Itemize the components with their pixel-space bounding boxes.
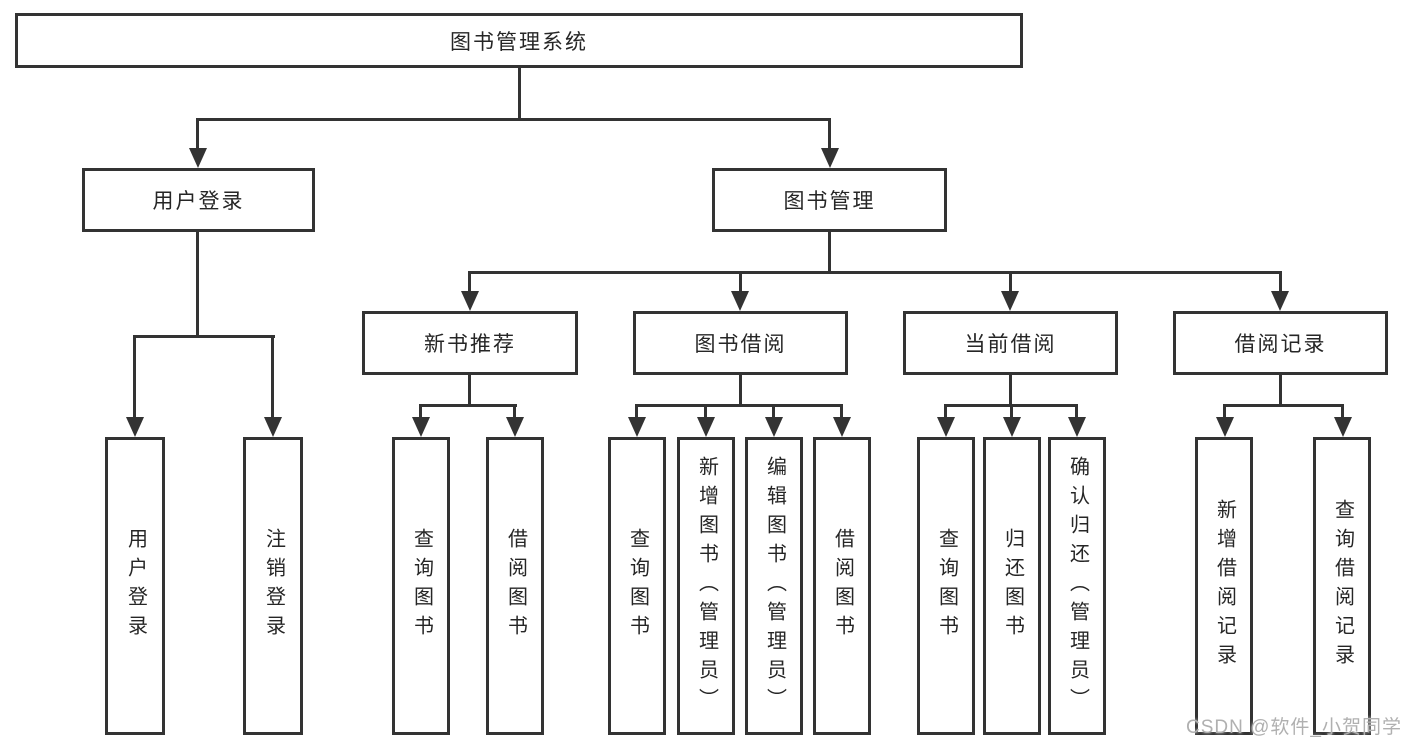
arrowhead-down-icon	[628, 417, 646, 437]
arrowhead-down-icon	[1334, 417, 1352, 437]
connector-bookmgmt-stem	[828, 232, 831, 274]
leaf-records-query: 查询借阅记录	[1313, 437, 1371, 735]
connector-drop-line	[468, 271, 471, 293]
leaf-borrowing-edit-label: 编辑图书（管理员）	[763, 455, 786, 717]
node-root: 图书管理系统	[15, 13, 1023, 68]
arrowhead-down-icon	[765, 417, 783, 437]
leaf-newbooks-query: 查询图书	[392, 437, 450, 735]
connector-drop-line	[1075, 404, 1078, 420]
node-current-borrowing: 当前借阅	[903, 311, 1118, 375]
leaf-borrowing-borrow: 借阅图书	[813, 437, 871, 735]
arrowhead-down-icon	[1068, 417, 1086, 437]
arrowhead-down-icon	[461, 291, 479, 311]
connector-drop-line	[196, 118, 199, 150]
connector-userlogin-stem	[196, 232, 199, 338]
connector-drop-line	[271, 335, 274, 419]
connector-newbooks-hline	[419, 404, 517, 407]
connector-drop-line	[1010, 404, 1013, 420]
connector-drop-line	[419, 404, 422, 420]
leaf-borrowing-query: 查询图书	[608, 437, 666, 735]
connector-userlogin-hline	[133, 335, 275, 338]
connector-drop-line	[635, 404, 638, 420]
connector-drop-line	[739, 271, 742, 293]
leaf-logout-label: 注销登录	[262, 528, 285, 644]
connector-records-stem	[1279, 375, 1282, 407]
node-new-book-recommend: 新书推荐	[362, 311, 578, 375]
node-current-borrowing-label: 当前借阅	[964, 333, 1057, 356]
connector-drop-line	[1009, 271, 1012, 293]
leaf-user-login: 用户登录	[105, 437, 165, 735]
leaf-newbooks-borrow: 借阅图书	[486, 437, 544, 735]
arrowhead-down-icon	[821, 148, 839, 168]
arrowhead-down-icon	[264, 417, 282, 437]
node-book-management-label: 图书管理	[783, 190, 876, 213]
leaf-borrowing-edit: 编辑图书（管理员）	[745, 437, 803, 735]
connector-drop-line	[704, 404, 707, 420]
leaf-current-return: 归还图书	[983, 437, 1041, 735]
leaf-current-return-label: 归还图书	[1001, 528, 1024, 644]
watermark: CSDN @软件_小贺同学	[1186, 717, 1402, 738]
leaf-logout: 注销登录	[243, 437, 303, 735]
connector-root-hline	[196, 118, 831, 121]
connector-drop-line	[1279, 271, 1282, 293]
arrowhead-down-icon	[1271, 291, 1289, 311]
connector-records-hline	[1223, 404, 1343, 407]
leaf-current-query: 查询图书	[917, 437, 975, 735]
node-new-book-recommend-label: 新书推荐	[424, 333, 516, 356]
connector-newbooks-stem	[468, 375, 471, 407]
connector-drop-line	[828, 118, 831, 150]
arrowhead-down-icon	[412, 417, 430, 437]
node-user-login: 用户登录	[82, 168, 315, 232]
leaf-user-login-label: 用户登录	[124, 528, 147, 644]
node-book-management: 图书管理	[712, 168, 947, 232]
leaf-current-confirm-return-label: 确认归还（管理员）	[1066, 455, 1089, 717]
leaf-records-add: 新增借阅记录	[1195, 437, 1253, 735]
leaf-borrowing-query-label: 查询图书	[626, 528, 649, 644]
arrowhead-down-icon	[189, 148, 207, 168]
connector-borrowing-hline	[635, 404, 843, 407]
leaf-borrowing-borrow-label: 借阅图书	[831, 528, 854, 644]
arrowhead-down-icon	[833, 417, 851, 437]
leaf-borrowing-add: 新增图书（管理员）	[677, 437, 735, 735]
leaf-records-add-label: 新增借阅记录	[1213, 499, 1236, 673]
node-borrowing-records-label: 借阅记录	[1234, 333, 1327, 356]
connector-drop-line	[772, 404, 775, 420]
leaf-records-query-label: 查询借阅记录	[1331, 499, 1354, 673]
leaf-newbooks-borrow-label: 借阅图书	[504, 528, 527, 644]
connector-drop-line	[513, 404, 516, 420]
node-user-login-label: 用户登录	[152, 190, 245, 213]
connector-drop-line	[133, 335, 136, 419]
node-book-borrowing: 图书借阅	[633, 311, 848, 375]
node-book-borrowing-label: 图书借阅	[694, 333, 787, 356]
arrowhead-down-icon	[506, 417, 524, 437]
connector-bookmgmt-hline	[468, 271, 1282, 274]
leaf-current-confirm-return: 确认归还（管理员）	[1048, 437, 1106, 735]
connector-drop-line	[1341, 404, 1344, 420]
arrowhead-down-icon	[1003, 417, 1021, 437]
leaf-borrowing-add-label: 新增图书（管理员）	[695, 455, 718, 717]
connector-borrowing-stem	[739, 375, 742, 407]
node-borrowing-records: 借阅记录	[1173, 311, 1388, 375]
connector-root-stem	[518, 68, 521, 121]
arrowhead-down-icon	[937, 417, 955, 437]
leaf-newbooks-query-label: 查询图书	[410, 528, 433, 644]
arrowhead-down-icon	[731, 291, 749, 311]
connector-current-stem	[1009, 375, 1012, 407]
arrowhead-down-icon	[697, 417, 715, 437]
leaf-current-query-label: 查询图书	[935, 528, 958, 644]
node-root-label: 图书管理系统	[450, 30, 588, 54]
arrowhead-down-icon	[126, 417, 144, 437]
connector-drop-line	[944, 404, 947, 420]
arrowhead-down-icon	[1216, 417, 1234, 437]
connector-drop-line	[840, 404, 843, 420]
connector-drop-line	[1223, 404, 1226, 420]
arrowhead-down-icon	[1001, 291, 1019, 311]
